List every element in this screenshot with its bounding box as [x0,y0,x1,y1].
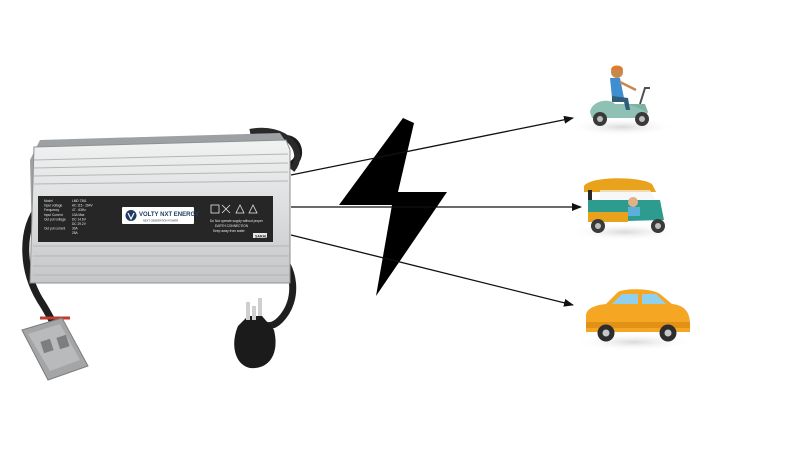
car-icon [574,289,694,351]
spec-value: 25A [72,231,79,235]
warning-text: Do Not operate supply without proper EAR… [210,219,264,233]
three-pin-plug [234,298,276,369]
spec-label: Out put current [44,227,65,231]
spec-value: DC 29.2V [72,222,87,226]
spec-value: AC 115 - 264V [72,204,94,208]
warning-icons [210,204,258,214]
scooter-rider-icon [567,65,677,136]
brand-tagline: NEXT GENERATION POWER [143,219,178,223]
brand-logo: VOLTY NXT ENERGY NEXT GENERATION POWER [122,207,199,224]
heatsink-fins [33,153,289,276]
warning-line-2: EARTH CONNECTION [215,224,249,228]
warning-line-3: Keep away from water [213,229,246,233]
spec-label: Input voltage [44,204,62,208]
certification-badge: SARAL [255,234,268,238]
auto-rickshaw-icon [567,178,683,241]
spec-value: 10A Max [72,213,85,217]
arrow-to-scooter [290,115,574,176]
spec-value: 47 - 63Hz [72,208,86,212]
spec-label: Input Current [44,213,63,217]
spec-label: Out put voltage [44,217,66,221]
spec-value: DC 14.6V [72,217,87,221]
spec-label: Frequency [44,208,59,212]
brand-name: VOLTY NXT ENERGY [139,212,199,218]
warning-line-1: Do Not operate supply without proper [210,219,264,223]
spec-value: 30A [72,227,79,231]
anderson-connector [21,316,89,381]
spec-value: LMD 7361 [72,199,87,203]
spec-label: Model [44,199,53,203]
arrow-to-car [290,234,574,307]
arrows [290,115,582,307]
